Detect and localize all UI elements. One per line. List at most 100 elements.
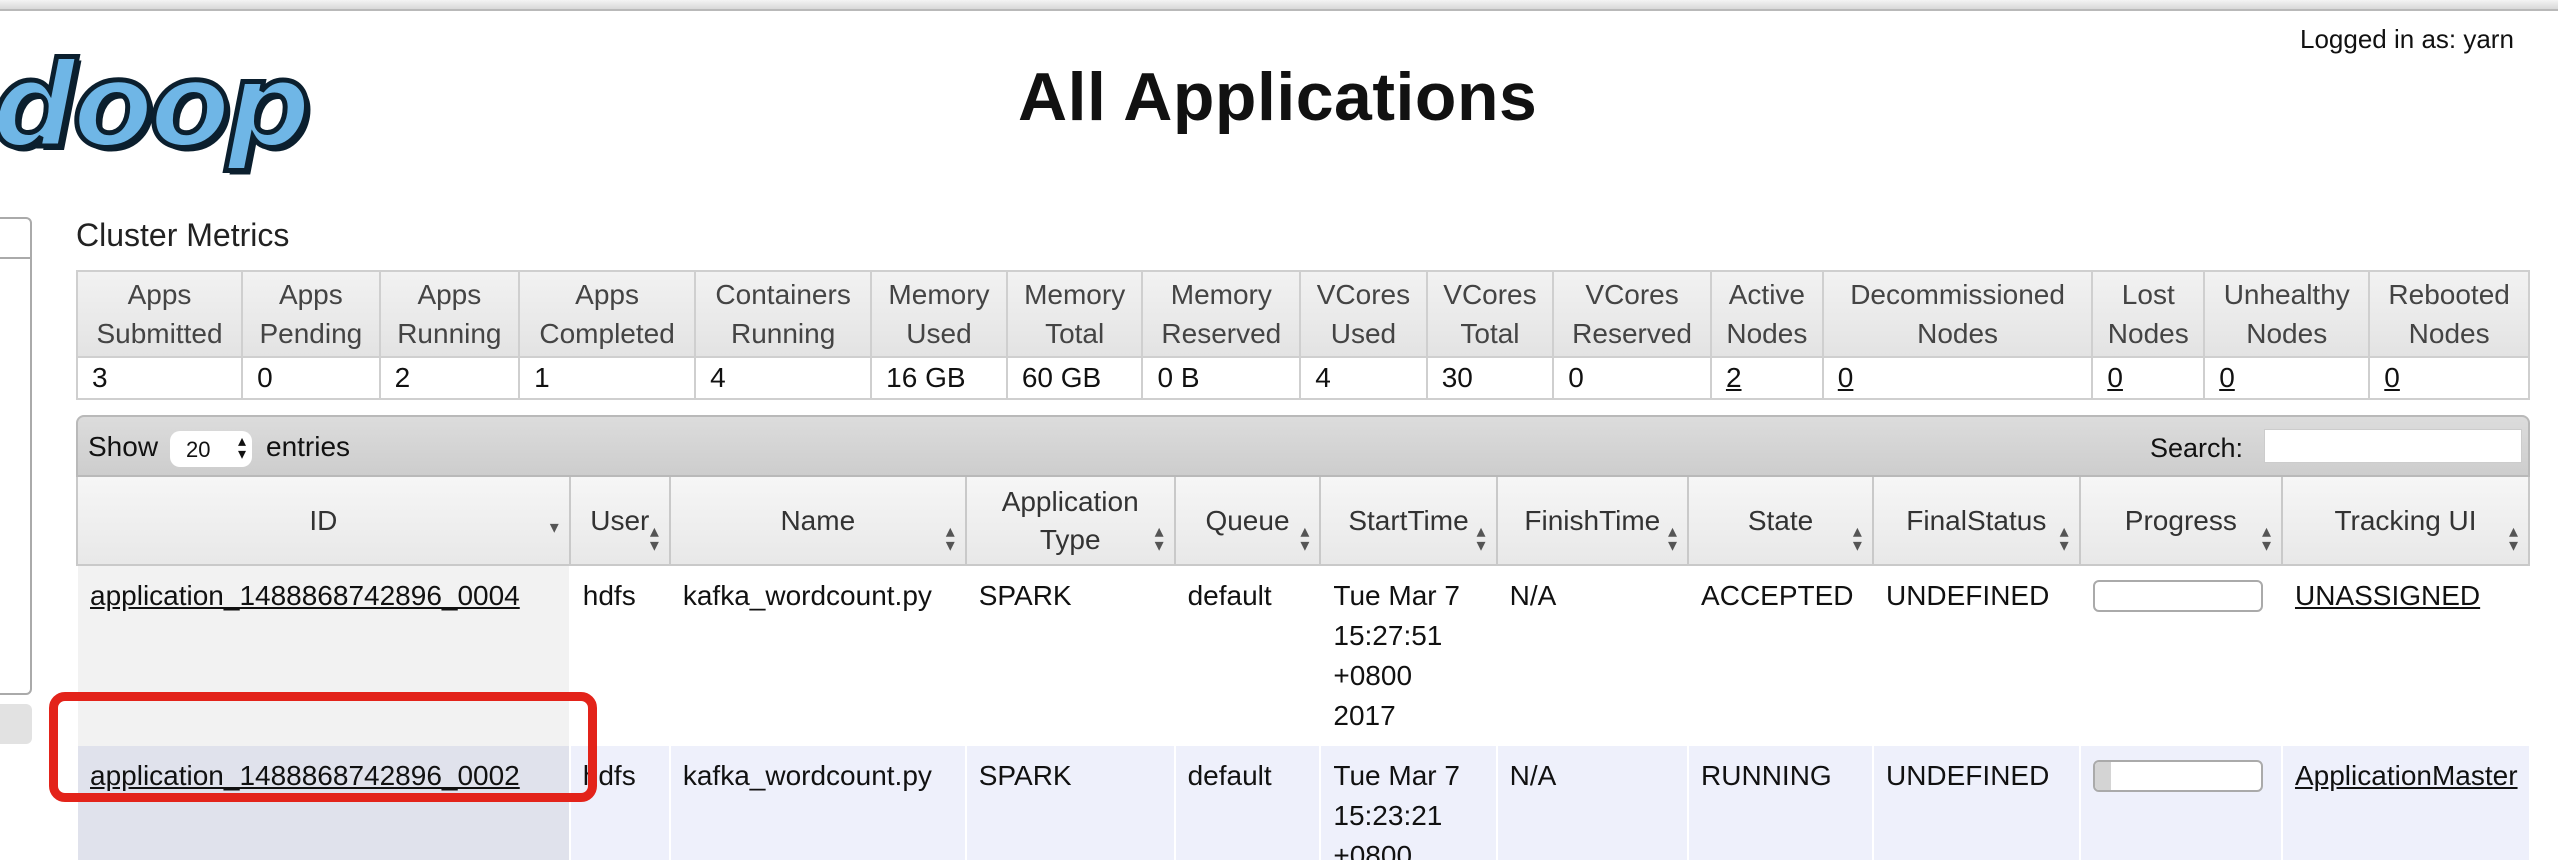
metric-header-line: Running xyxy=(397,318,502,349)
column-header[interactable]: ID ▾ xyxy=(76,477,571,566)
column-header-label: ID xyxy=(309,504,338,536)
name-cell: kafka_wordcount.py xyxy=(668,565,966,746)
sort-updown-icon: ▴▾ xyxy=(2261,521,2271,555)
metric-header-line: Unhealthy xyxy=(2223,279,2350,310)
state-cell: ACCEPTED xyxy=(1687,565,1873,746)
user-cell: hdfs xyxy=(568,565,670,746)
sidebar-panel xyxy=(0,217,32,695)
finish-time-cell: N/A xyxy=(1495,746,1689,860)
metric-header-line: VCores xyxy=(1585,279,1679,310)
column-header-label: Queue xyxy=(1205,504,1290,536)
sort-updown-icon: ▴▾ xyxy=(649,521,659,555)
entries-label: entries xyxy=(266,431,351,462)
page-size-value: 20 xyxy=(186,437,211,462)
column-header[interactable]: User▴▾ xyxy=(568,477,671,566)
start-time-line: Tue Mar 7 xyxy=(1333,580,1460,611)
user-cell: hdfs xyxy=(568,746,670,860)
column-header-label: Tracking UI xyxy=(2334,504,2477,536)
metric-value-link[interactable]: 2 xyxy=(1709,356,1824,400)
metric-header-line: Nodes xyxy=(2408,318,2490,349)
metric-value: 30 xyxy=(1425,356,1555,400)
metric-header-line: Apps xyxy=(127,279,192,310)
column-header[interactable]: Progress▴▾ xyxy=(2078,477,2283,566)
app-id-link[interactable]: application_1488868742896_0004 xyxy=(76,565,570,746)
metric-header-line: Pending xyxy=(259,318,363,349)
start-time-line: 15:23:21 xyxy=(1333,800,1443,831)
column-header[interactable]: Name▴▾ xyxy=(668,477,967,566)
metric-header-line: Nodes xyxy=(1726,318,1808,349)
start-time-line: +0800 xyxy=(1333,840,1413,860)
column-header[interactable]: StartTime▴▾ xyxy=(1319,477,1498,566)
hadoop-logo[interactable]: doop xyxy=(0,36,314,174)
sort-updown-icon: ▴▾ xyxy=(1300,521,1310,555)
metric-value-link[interactable]: 0 xyxy=(2368,356,2530,400)
select-updown-icon: ▴▾ xyxy=(237,433,246,463)
metric-value-link[interactable]: 0 xyxy=(2203,356,2371,400)
metric-value: 0 B xyxy=(1141,356,1302,400)
column-header[interactable]: State▴▾ xyxy=(1687,477,1874,566)
page-title: All Applications xyxy=(1018,59,1538,135)
metric-value: 16 GB xyxy=(870,356,1008,400)
column-header[interactable]: FinishTime▴▾ xyxy=(1495,477,1690,566)
metric-header-line: Used xyxy=(906,318,972,349)
queue-cell: default xyxy=(1173,565,1321,746)
metric-value: 60 GB xyxy=(1005,356,1144,400)
metric-header-line: VCores xyxy=(1443,279,1537,310)
metric-value: 4 xyxy=(1299,356,1428,400)
metric-value: 4 xyxy=(694,356,873,400)
metric-value: 2 xyxy=(378,356,521,400)
metric-value-link[interactable]: 0 xyxy=(2091,356,2206,400)
metric-value-link[interactable]: 0 xyxy=(1821,356,2094,400)
metric-header-line: Total xyxy=(1045,318,1105,349)
metric-header-line: Total xyxy=(1460,318,1520,349)
start-time-line: 15:27:51 xyxy=(1333,620,1443,651)
metric-header-line: Nodes xyxy=(2246,318,2328,349)
column-header[interactable]: Queue ▴▾ xyxy=(1173,477,1322,566)
column-header-label: FinalStatus xyxy=(1906,504,2047,536)
start-time-line: +0800 xyxy=(1333,660,1413,691)
start-time-line: 2017 xyxy=(1333,700,1396,731)
sort-updown-icon: ▴▾ xyxy=(1476,521,1486,555)
logged-in-label: Logged in as: yarn xyxy=(2300,24,2514,54)
metric-header-line: Containers xyxy=(715,279,851,310)
metric-header-line: VCores xyxy=(1316,279,1411,310)
search-input[interactable] xyxy=(2264,429,2522,463)
column-header[interactable]: FinalStatus▴▾ xyxy=(1871,477,2081,566)
progress-bar xyxy=(2092,760,2263,792)
column-header[interactable]: Tracking UI▴▾ xyxy=(2280,477,2531,566)
final-status-cell: UNDEFINED xyxy=(1871,565,2080,746)
column-header-label: State xyxy=(1747,504,1814,536)
finish-time-cell: N/A xyxy=(1495,565,1689,746)
sidebar-panel-header[interactable] xyxy=(0,217,32,259)
metric-header-line: Memory xyxy=(1170,279,1272,310)
state-cell: RUNNING xyxy=(1687,746,1873,860)
column-header-label: User xyxy=(590,504,650,536)
metric-header-line: Apps xyxy=(575,279,639,310)
metric-header-line: Decommissioned xyxy=(1850,279,2065,310)
metric-header-line: Reserved xyxy=(1161,318,1282,349)
sidebar-button[interactable] xyxy=(0,704,32,744)
app-id-link[interactable]: application_1488868742896_0002 xyxy=(76,746,570,860)
page-size-select[interactable]: 20 ▴▾ xyxy=(170,431,252,467)
progress-bar-fill xyxy=(2094,762,2112,790)
metric-header-line: Rebooted xyxy=(2388,279,2510,310)
tracking-ui-link[interactable]: UNASSIGNED xyxy=(2280,565,2529,746)
tracking-ui-link[interactable]: ApplicationMaster xyxy=(2280,746,2529,860)
sort-desc-icon: ▾ xyxy=(549,517,559,537)
metric-header-line: Reserved xyxy=(1572,318,1692,349)
metric-header-line: Lost xyxy=(2121,279,2175,310)
start-time-line: Tue Mar 7 xyxy=(1333,760,1460,791)
browser-top-edge xyxy=(0,0,2558,11)
